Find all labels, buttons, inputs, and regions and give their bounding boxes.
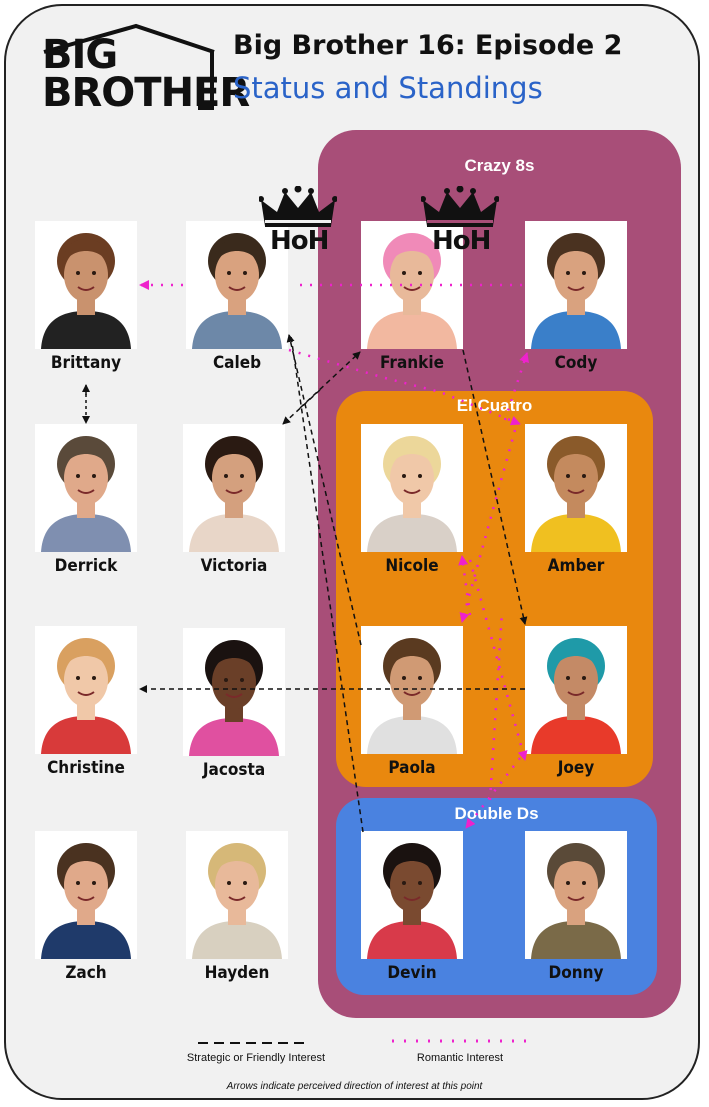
player-photo	[35, 831, 137, 959]
player-victoria: Victoria	[183, 424, 285, 576]
portrait-icon	[183, 628, 285, 756]
portrait-icon	[361, 831, 463, 959]
player-name: Jacosta	[202, 760, 266, 780]
player-name: Donny	[548, 963, 604, 983]
strategic-arrow-paola-to-caleb	[286, 334, 362, 646]
player-devin: Devin	[361, 831, 463, 983]
crown-icon	[259, 186, 337, 227]
romantic-arrow-caleb-to-amber	[288, 348, 521, 426]
player-nicole: Nicole	[361, 424, 463, 576]
player-amber: Amber	[525, 424, 627, 576]
legend-strategic-label: Strategic or Friendly Interest	[186, 1052, 326, 1064]
page-title: Big Brother 16: Episode 2	[233, 30, 623, 61]
big-brother-logo: BIG BROTHER	[40, 22, 250, 114]
portrait-icon	[361, 221, 463, 349]
strategic-arrow-to-frankie	[299, 351, 361, 409]
player-photo	[183, 424, 285, 552]
player-jacosta: Jacosta	[183, 628, 285, 780]
strategic-arrow-frankie-to-joey	[462, 349, 528, 625]
player-photo	[35, 626, 137, 754]
player-photo	[525, 831, 627, 959]
portrait-icon	[186, 831, 288, 959]
player-photo	[525, 221, 627, 349]
player-photo	[35, 221, 137, 349]
romantic-arrow-to-nicole	[458, 555, 472, 616]
crown-icon	[421, 186, 499, 227]
portrait-icon	[35, 424, 137, 552]
portrait-icon	[525, 221, 627, 349]
player-name: Brittany	[50, 353, 122, 373]
player-photo	[361, 424, 463, 552]
player-name: Joey	[557, 758, 595, 778]
player-name: Christine	[47, 758, 125, 778]
legend-romantic-swatch	[392, 1039, 532, 1043]
player-photo	[361, 831, 463, 959]
portrait-icon	[525, 831, 627, 959]
portrait-icon	[525, 424, 627, 552]
page-subtitle: Status and Standings	[233, 71, 543, 105]
player-name: Hayden	[204, 963, 270, 983]
legend: Strategic or Friendly Interest Romantic …	[0, 1030, 709, 1100]
portrait-icon	[183, 424, 285, 552]
player-brittany: Brittany	[35, 221, 137, 373]
portrait-icon	[361, 626, 463, 754]
player-photo	[361, 626, 463, 754]
house-outline-icon	[43, 23, 215, 110]
group-label-el-cuatro: El Cuatro	[456, 396, 533, 415]
portrait-icon	[361, 424, 463, 552]
player-photo	[525, 424, 627, 552]
portrait-icon	[525, 626, 627, 754]
player-name: Nicole	[385, 556, 439, 576]
romantic-line-devin-up	[488, 611, 504, 801]
player-hayden: Hayden	[186, 831, 288, 983]
player-paola: Paola	[361, 626, 463, 778]
romantic-arrow-amber-to-paola	[459, 429, 517, 623]
player-photo	[35, 424, 137, 552]
logo-text-brother: BROTHER	[42, 70, 250, 116]
player-donny: Donny	[525, 831, 627, 983]
player-photo	[186, 831, 288, 959]
player-name: Zach	[65, 963, 107, 983]
player-name: Paola	[388, 758, 436, 778]
player-name: Frankie	[380, 353, 444, 373]
logo-text-big: BIG	[42, 32, 118, 78]
portrait-icon	[35, 221, 137, 349]
romantic-arrow-to-cody	[503, 352, 529, 421]
portrait-icon	[35, 831, 137, 959]
player-joey: Joey	[525, 626, 627, 778]
hoh-label-caleb: HoH	[270, 226, 329, 256]
player-photo	[186, 221, 288, 349]
group-label-crazy-8s: Crazy 8s	[464, 156, 535, 175]
hoh-label-frankie: HoH	[432, 226, 491, 256]
portrait-icon	[35, 626, 137, 754]
player-name: Amber	[547, 556, 605, 576]
player-photo	[525, 626, 627, 754]
player-name: Victoria	[200, 556, 268, 576]
player-caleb: Caleb	[186, 221, 288, 373]
player-name: Derrick	[54, 556, 118, 576]
player-christine: Christine	[35, 626, 137, 778]
player-photo	[183, 628, 285, 756]
strategic-line-devin-to-caleb	[290, 335, 364, 833]
player-cody: Cody	[525, 221, 627, 373]
legend-romantic-label: Romantic Interest	[416, 1052, 504, 1064]
legend-strategic-swatch	[198, 1042, 308, 1044]
player-name: Cody	[554, 353, 598, 373]
legend-note: Arrows indicate perceived direction of i…	[226, 1081, 483, 1092]
portrait-icon	[186, 221, 288, 349]
player-derrick: Derrick	[35, 424, 137, 576]
player-name: Caleb	[212, 353, 262, 373]
player-zach: Zach	[35, 831, 137, 983]
player-name: Devin	[387, 963, 437, 983]
group-label-double-ds: Double Ds	[454, 804, 539, 823]
